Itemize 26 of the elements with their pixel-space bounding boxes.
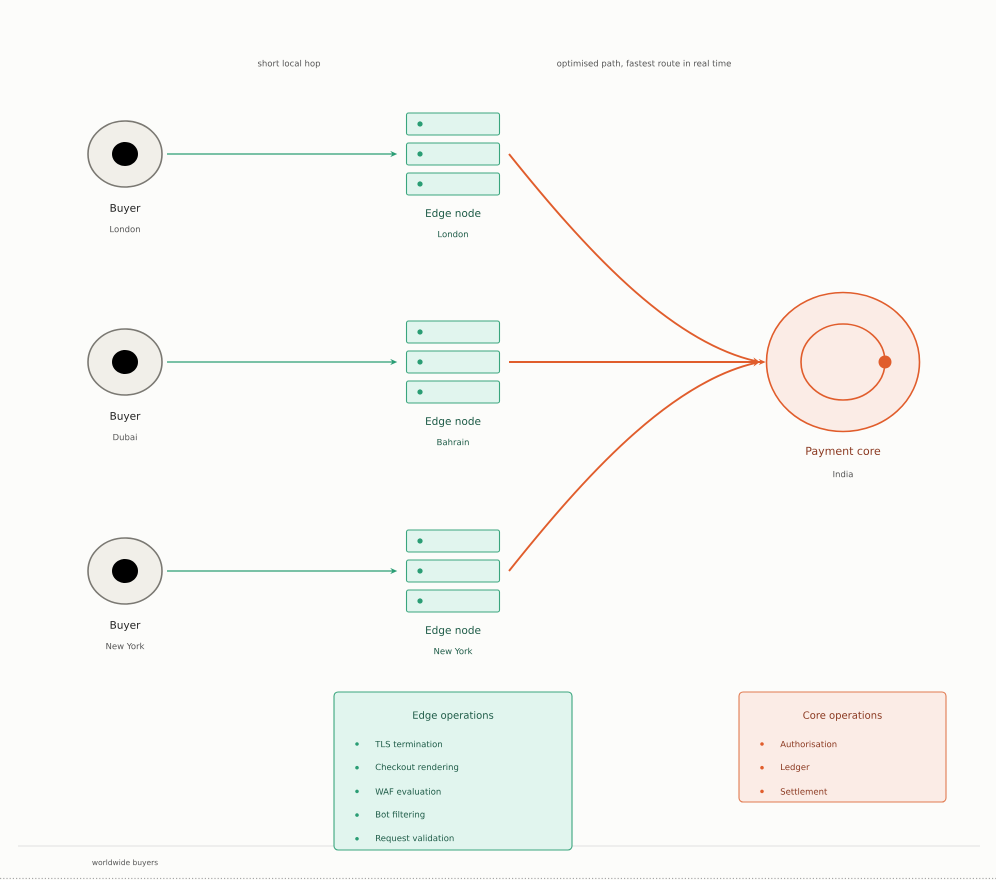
list-item: WAF evaluation (355, 788, 441, 795)
list-item: Bot filtering (355, 810, 424, 820)
node-title: Edge node (426, 416, 480, 428)
list-item: Checkout rendering (355, 764, 458, 772)
node-subtitle: New York (106, 642, 144, 650)
node-title: Payment core (806, 446, 880, 458)
node-title: Buyer (110, 412, 140, 422)
list-item: Authorisation (760, 740, 836, 748)
node-subtitle: London (438, 230, 468, 238)
annotation: short local hop (258, 60, 320, 68)
node-title: Edge node (426, 208, 480, 220)
node-subtitle: London (110, 226, 140, 232)
node-title: Edge node (426, 626, 480, 636)
panel-title: Core operations (803, 711, 882, 721)
list-item: Ledger (760, 764, 810, 772)
node-subtitle: New York (434, 648, 472, 654)
node-subtitle: Dubai (113, 434, 137, 440)
node-subtitle: India (833, 470, 853, 478)
node-title: Buyer (110, 621, 140, 631)
list-item: Settlement (760, 788, 828, 795)
list-item: Request validation (355, 834, 454, 843)
annotation: optimised path, fastest route in real time (557, 60, 731, 68)
list-item: TLS termination (355, 740, 442, 748)
node-title: Buyer (110, 204, 140, 214)
panel-title: Edge operations (413, 711, 494, 721)
node-subtitle: Bahrain (437, 438, 469, 446)
